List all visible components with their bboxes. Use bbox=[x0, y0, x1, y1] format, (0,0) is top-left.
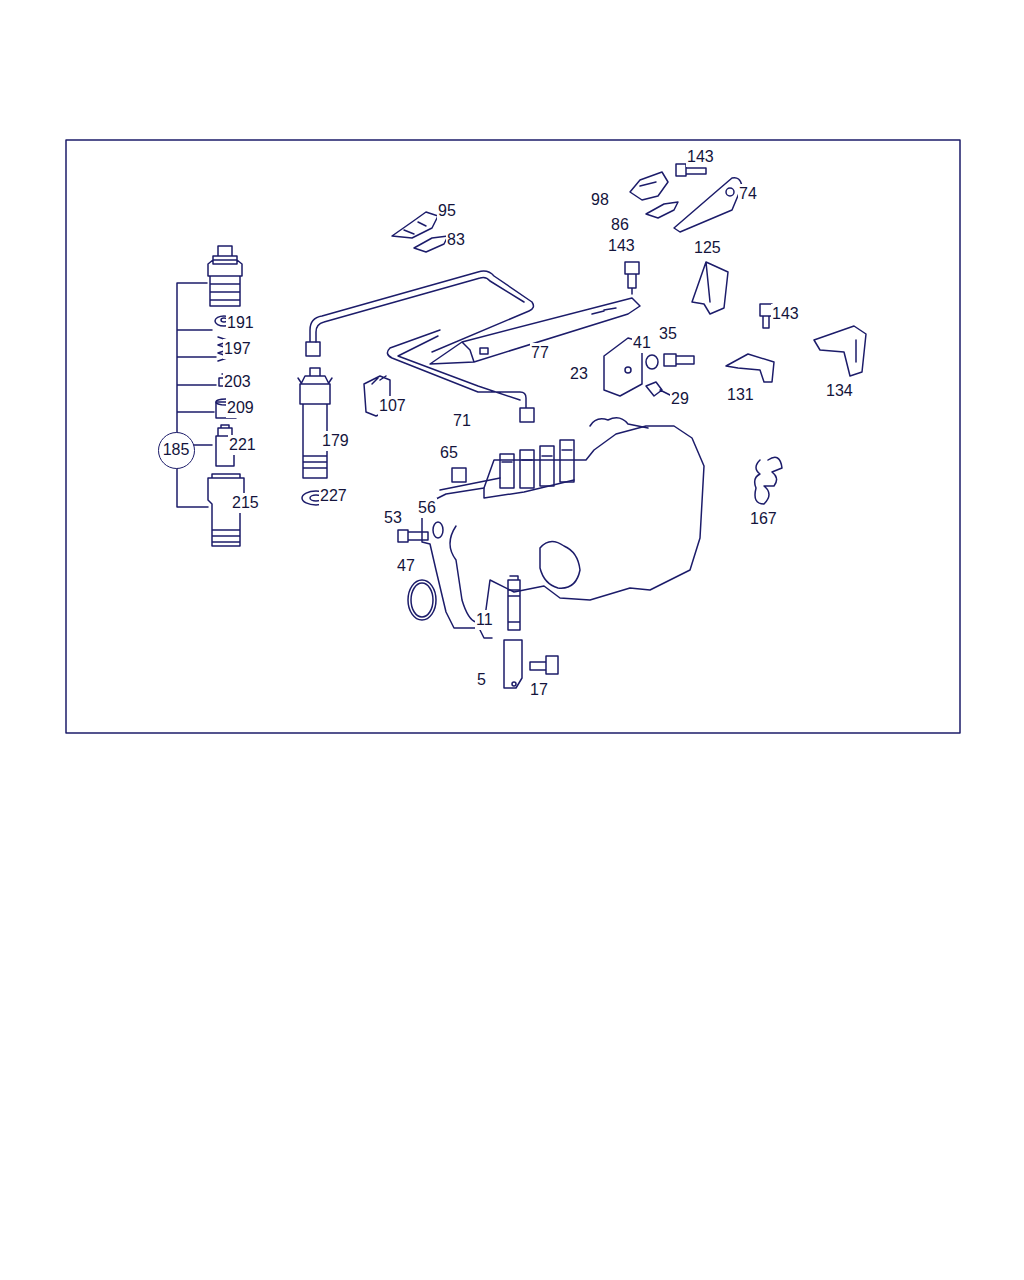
callout-number: 167 bbox=[749, 509, 778, 529]
callout-number: 221 bbox=[228, 435, 257, 455]
callout-number: 143 bbox=[607, 236, 636, 256]
callout-number: 11 bbox=[475, 610, 494, 630]
callout-number: 56 bbox=[417, 498, 437, 518]
callout-number: 185 bbox=[163, 440, 190, 460]
callout-number: 77 bbox=[530, 343, 550, 363]
callout-number: 131 bbox=[726, 385, 755, 405]
callout-number: 98 bbox=[590, 190, 610, 210]
callout-number: 23 bbox=[569, 364, 589, 384]
callout-number: 227 bbox=[319, 486, 348, 506]
injector-body bbox=[208, 246, 242, 306]
callout-number: 215 bbox=[231, 493, 260, 513]
callout-number: 41 bbox=[632, 333, 652, 353]
callout-number: 95 bbox=[437, 201, 457, 221]
callout-number: 65 bbox=[439, 443, 459, 463]
callout-number: 17 bbox=[529, 680, 549, 700]
callout-number: 5 bbox=[476, 670, 487, 690]
callout-number: 209 bbox=[226, 398, 255, 418]
callout-number: 47 bbox=[396, 556, 416, 576]
callout-number: 197 bbox=[223, 339, 252, 359]
callout-number: 29 bbox=[670, 389, 690, 409]
callout-number: 143 bbox=[686, 147, 715, 167]
callout-number: 86 bbox=[610, 215, 630, 235]
callout-number: 179 bbox=[321, 431, 350, 451]
callout-number: 83 bbox=[446, 230, 466, 250]
callout-number: 71 bbox=[452, 411, 472, 431]
callout-number: 203 bbox=[223, 372, 252, 392]
callout-number: 125 bbox=[693, 238, 722, 258]
callout-number: 107 bbox=[378, 396, 407, 416]
callout-number: 53 bbox=[383, 508, 403, 528]
callout-number: 191 bbox=[226, 313, 255, 333]
callout-circle: 185 bbox=[158, 432, 195, 469]
callout-number: 134 bbox=[825, 381, 854, 401]
callout-number: 35 bbox=[658, 324, 678, 344]
callout-number: 74 bbox=[738, 184, 758, 204]
group-bracket bbox=[177, 283, 216, 507]
frame bbox=[66, 140, 960, 733]
callout-number: 143 bbox=[771, 304, 800, 324]
